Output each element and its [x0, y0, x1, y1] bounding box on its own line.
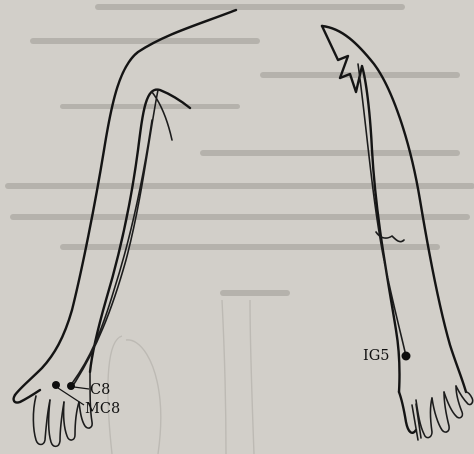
c8-leader-line [74, 387, 89, 389]
background-body-outline [108, 300, 254, 454]
c8-point [67, 382, 75, 390]
bleed-line [200, 150, 460, 156]
ghost-outline [222, 300, 226, 454]
left-index-finger [33, 396, 50, 445]
left-middle-finger [49, 400, 64, 446]
mc8-label: MC8 [85, 401, 120, 417]
bleed-line [60, 104, 240, 109]
right-meridian-line [358, 64, 406, 356]
left-ring-finger [64, 402, 79, 440]
ghost-outline [250, 300, 254, 454]
left-arm [14, 10, 236, 446]
left-arm-inner-contour [90, 90, 190, 372]
bleed-line [220, 290, 290, 296]
acupoint-ig5: IG5 [363, 348, 411, 364]
ig5-point [402, 352, 411, 361]
mc8-leader-line [58, 388, 84, 405]
c8-label: C8 [90, 382, 110, 398]
bleed-line [5, 183, 474, 189]
bleed-through-text [5, 4, 474, 296]
bleed-line [10, 214, 470, 220]
right-arm [322, 26, 473, 440]
left-armpit-fold [152, 92, 172, 140]
ig5-label: IG5 [363, 348, 390, 364]
ghost-outline [126, 340, 161, 454]
right-arm-outer-contour [322, 26, 466, 392]
left-arm-outer-contour [15, 10, 236, 395]
bleed-line [95, 4, 405, 10]
acupoint-c8: C8 [67, 382, 110, 398]
bleed-line [30, 38, 260, 44]
